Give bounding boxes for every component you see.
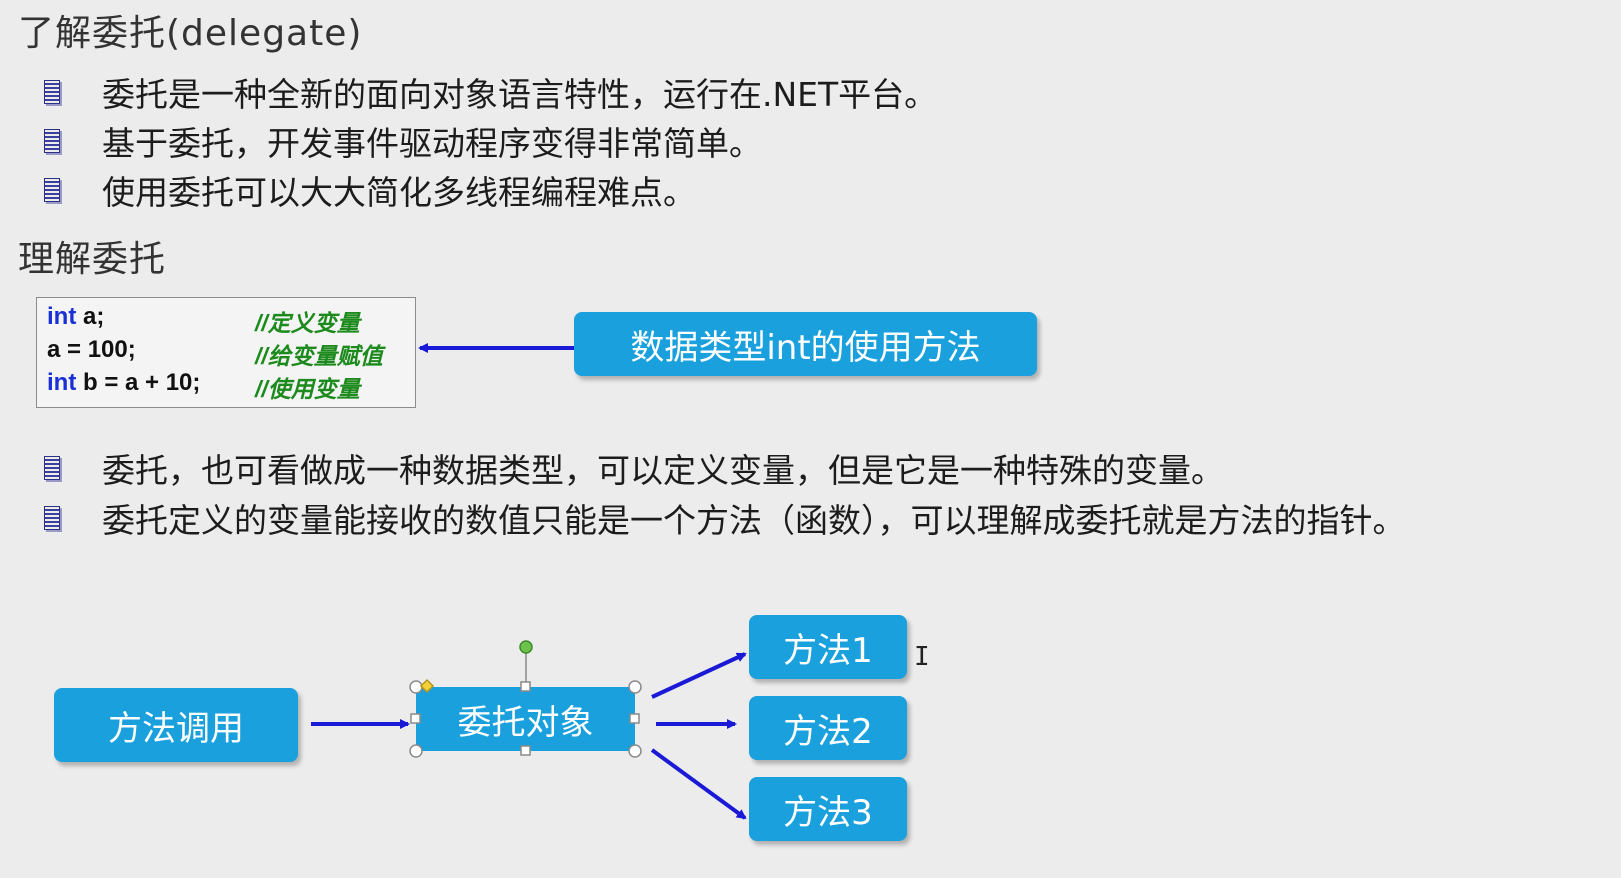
list-item: 基于委托，开发事件驱动程序变得非常简单。 <box>44 117 762 165</box>
bullet-text: 使用委托可以大大简化多线程编程难点。 <box>102 173 696 212</box>
selection-handles <box>409 640 642 758</box>
list-bullet-icon <box>44 129 60 153</box>
method-call-box: 方法调用 <box>54 688 298 762</box>
int-usage-callout: 数据类型int的使用方法 <box>574 312 1037 376</box>
code-text: b = a + 10; <box>76 369 201 396</box>
code-comment: //使用变量 <box>255 376 360 402</box>
list-bullet-icon <box>44 456 60 480</box>
list-bullet-icon <box>44 178 60 202</box>
method-3-arrow <box>650 748 747 820</box>
bullet-text: 委托，也可看做成一种数据类型，可以定义变量，但是它是一种特殊的变量。 <box>102 451 1224 490</box>
list-item: 委托，也可看做成一种数据类型，可以定义变量，但是它是一种特殊的变量。 <box>44 444 1224 492</box>
code-sample-box: int a; //定义变量 a = 100; //给变量赋值 int b = a… <box>36 297 416 408</box>
bullet-text: 基于委托，开发事件驱动程序变得非常简单。 <box>102 124 762 163</box>
section-title-understand-delegate: 了解委托(delegate) <box>18 13 363 54</box>
text-cursor-icon: I <box>914 642 930 672</box>
code-keyword: int <box>47 303 77 330</box>
code-keyword: int <box>47 369 77 396</box>
code-comment: //定义变量 <box>255 310 360 336</box>
list-bullet-icon <box>44 506 60 530</box>
bullet-text: 委托定义的变量能接收的数值只能是一个方法（函数），可以理解成委托就是方法的指针。 <box>102 501 1406 540</box>
method-1-arrow <box>651 652 747 699</box>
delegate-object-box[interactable]: 委托对象 <box>416 687 635 751</box>
method-1-box: 方法1 <box>749 615 907 679</box>
section-title-comprehend-delegate: 理解委托 <box>18 239 167 280</box>
code-line: a = 100; <box>47 336 136 364</box>
code-text: a; <box>76 303 105 330</box>
code-line: int a; <box>47 303 104 331</box>
method-3-box: 方法3 <box>749 777 907 841</box>
list-bullet-icon <box>44 80 60 104</box>
list-item: 委托是一种全新的面向对象语言特性，运行在.NET平台。 <box>44 68 937 116</box>
list-item: 使用委托可以大大简化多线程编程难点。 <box>44 166 696 214</box>
code-comment: //给变量赋值 <box>255 343 383 369</box>
method-2-box: 方法2 <box>749 696 907 760</box>
list-item: 委托定义的变量能接收的数值只能是一个方法（函数），可以理解成委托就是方法的指针。 <box>44 494 1406 542</box>
code-text: a = 100; <box>47 336 136 363</box>
code-line: int b = a + 10; <box>47 369 200 397</box>
bullet-text: 委托是一种全新的面向对象语言特性，运行在.NET平台。 <box>102 75 938 114</box>
